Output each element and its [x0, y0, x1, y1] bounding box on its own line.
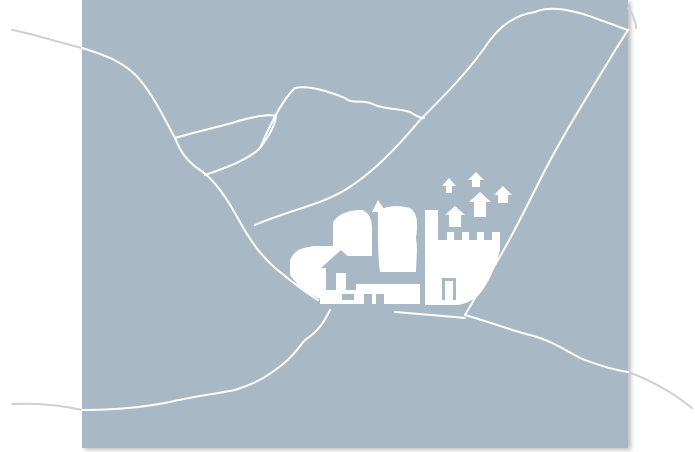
- fence-gap-3: [342, 294, 354, 300]
- outside-lines: [11, 7, 693, 411]
- house-door: [336, 273, 346, 290]
- ridge-northeast: [254, 7, 629, 226]
- central-roof-peak: [372, 200, 386, 212]
- river-southwest: [81, 309, 331, 411]
- river-left-top-outside: [11, 29, 83, 49]
- upward-arrow-icon: [445, 206, 465, 227]
- upward-arrow-icon: [468, 172, 484, 187]
- upward-arrow-icon: [494, 186, 512, 203]
- upward-arrow-icon: [469, 192, 491, 217]
- river-northwest: [81, 47, 319, 301]
- mountain-ridge: [259, 86, 425, 149]
- upward-arrow-icon: [442, 178, 456, 193]
- town-road: [394, 311, 466, 319]
- river-southeast: [464, 314, 629, 373]
- house-roof: [321, 250, 360, 268]
- fence-gap-1: [364, 294, 372, 304]
- upward-arrows: [442, 172, 512, 227]
- castle-door-inner: [445, 281, 453, 300]
- river-upper-branch: [174, 114, 277, 139]
- river-left-bottom-outside: [11, 402, 83, 411]
- building-tall-left: [333, 210, 372, 256]
- fence-gap-2: [376, 294, 384, 304]
- building-central: [378, 206, 418, 272]
- river-right-bottom-outside: [627, 371, 693, 409]
- river-top-right-outside: [627, 7, 637, 29]
- house-icon: [321, 250, 456, 304]
